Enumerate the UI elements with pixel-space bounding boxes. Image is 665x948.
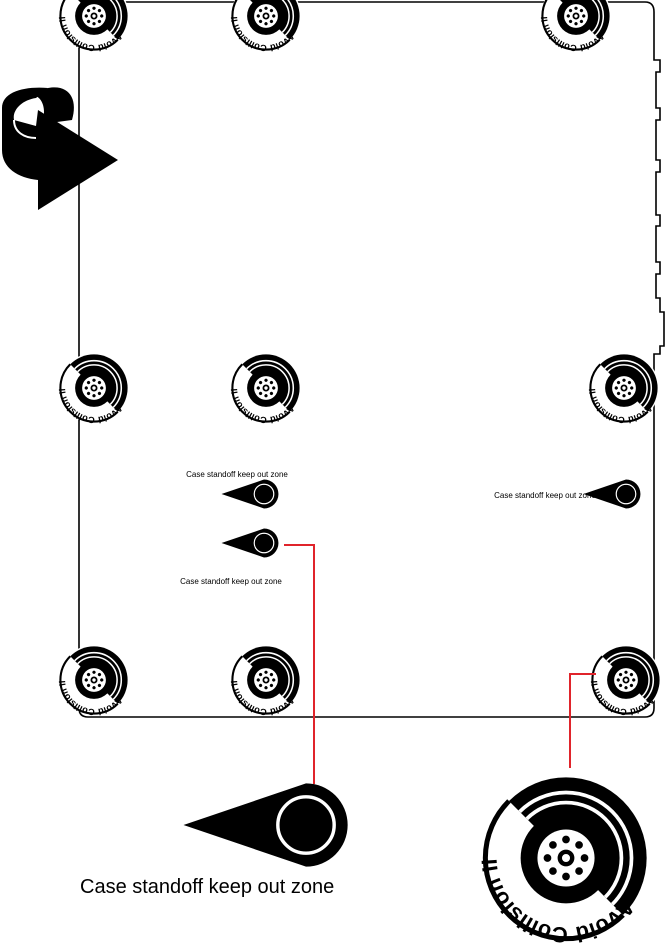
keepout-label-right: Case standoff keep out zone bbox=[494, 491, 596, 500]
keep-out-zone-callout-icon bbox=[181, 781, 350, 869]
avoid-collision-callout-icon bbox=[443, 739, 665, 948]
leader-line-collision bbox=[569, 673, 596, 768]
keepout-label-upper: Case standoff keep out zone bbox=[186, 470, 288, 479]
keepout-callout-label: Case standoff keep out zone bbox=[80, 876, 334, 898]
keepout-label-lower: Case standoff keep out zone bbox=[180, 577, 282, 586]
leader-line-keepout bbox=[284, 544, 315, 784]
rotate-arrow-icon bbox=[2, 87, 118, 210]
board-outline bbox=[78, 1, 665, 718]
